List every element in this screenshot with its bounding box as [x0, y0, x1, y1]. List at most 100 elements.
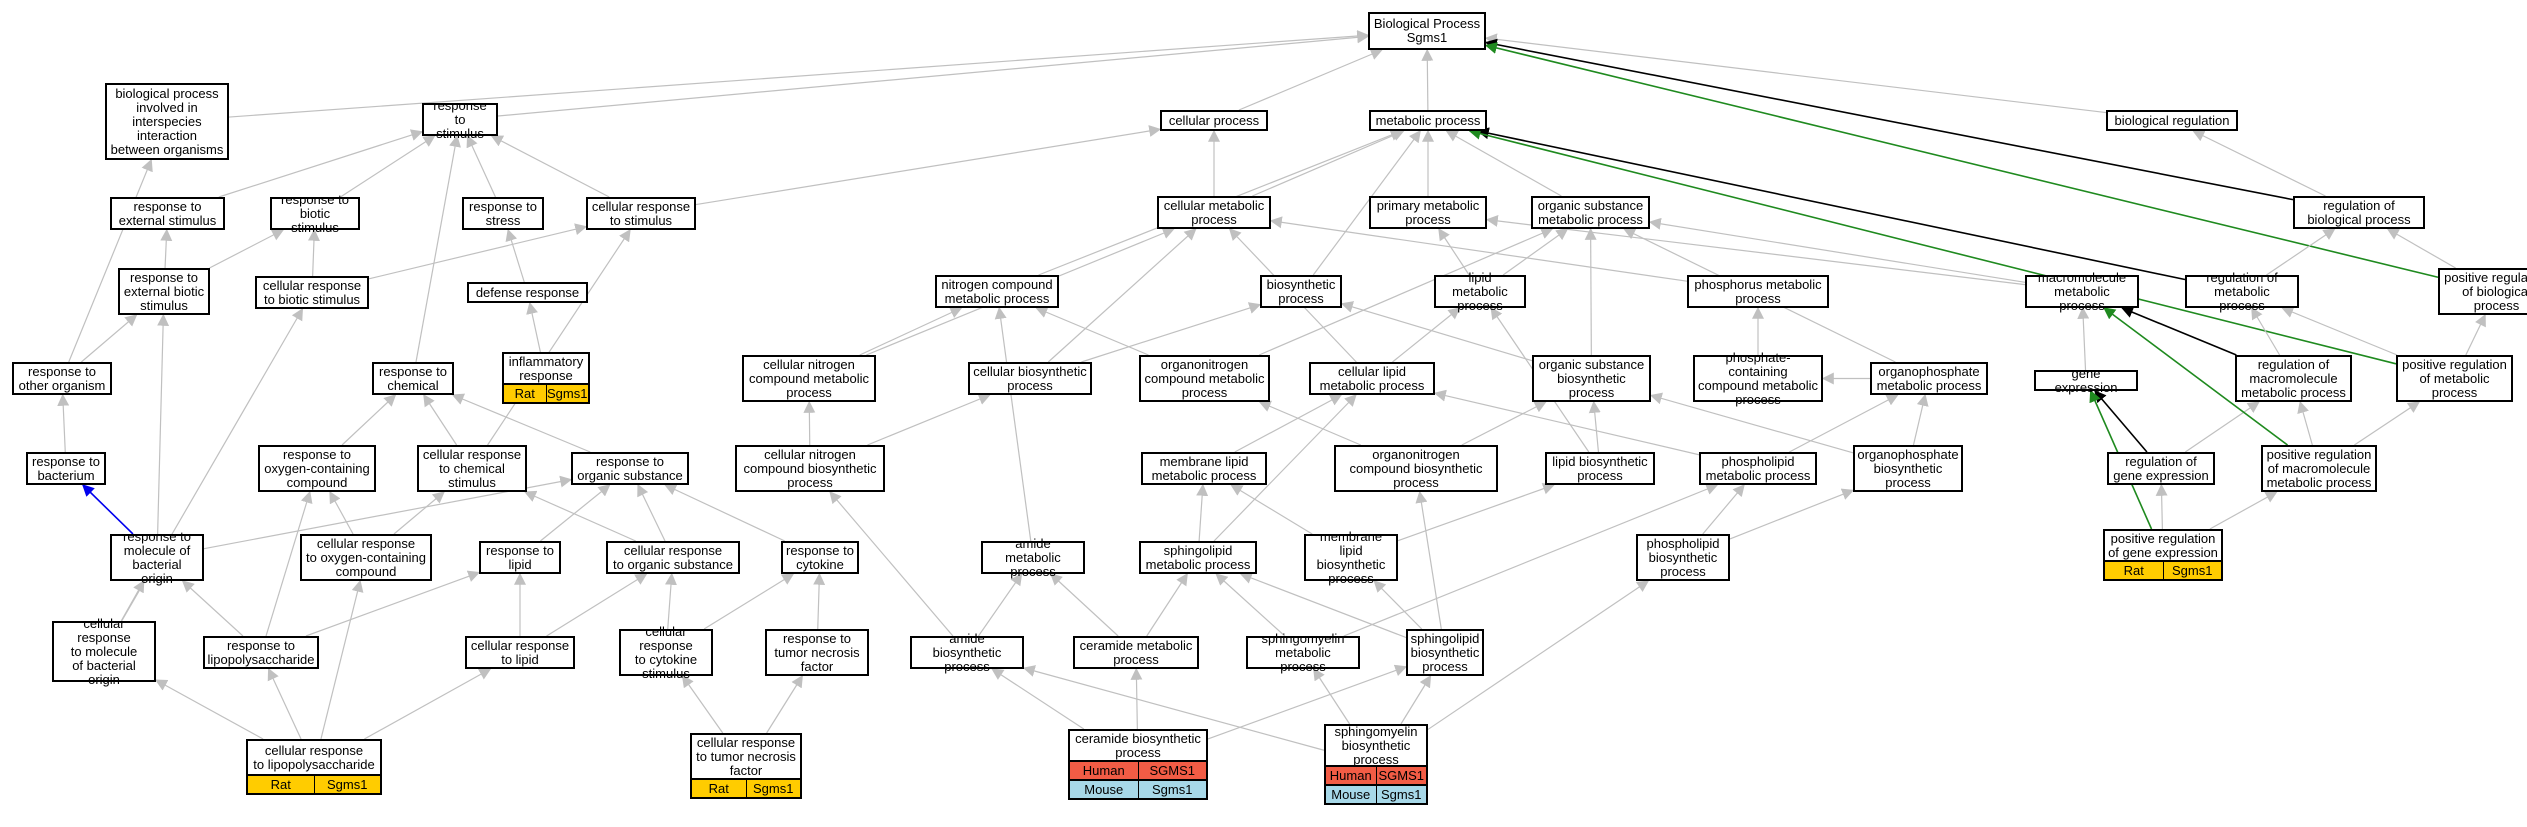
go-term-cell-resp-oxy[interactable]: cellular response to oxygen-containing c…: [300, 534, 432, 581]
edge-is-a: [154, 679, 264, 740]
go-term-cell-resp-org-sub[interactable]: cellular response to organic substance: [606, 541, 740, 574]
go-term-biosynth[interactable]: biosynthetic process: [1260, 275, 1342, 308]
go-term-phospholipid-met[interactable]: phospholipid metabolic process: [1699, 452, 1817, 485]
edge-is-a: [57, 393, 70, 453]
go-term-resp-stim[interactable]: response to stimulus: [422, 98, 498, 140]
edge-is-a: [1230, 484, 1313, 535]
go-term-mem-lipid-biosynth[interactable]: membrane lipid biosynthetic process: [1304, 529, 1398, 585]
edge-is-a: [1252, 129, 1405, 197]
go-term-cell-nitro-met[interactable]: cellular nitrogen compound metabolic pro…: [742, 355, 876, 402]
go-term-sphingo-biosynth[interactable]: sphingolipid biosynthetic process: [1406, 629, 1484, 676]
go-term-resp-org-sub[interactable]: response to organic substance: [571, 452, 689, 485]
go-term-resp-lipid[interactable]: response to lipid: [479, 541, 561, 574]
edge-is-a: [1392, 307, 1461, 363]
go-term-met-proc[interactable]: metabolic process: [1369, 110, 1487, 131]
go-term-cell-resp-lipid[interactable]: cellular response to lipid: [465, 636, 575, 669]
go-term-resp-oxy[interactable]: response to oxygen-containing compound: [258, 445, 376, 492]
go-term-pos-reg-bio[interactable]: positive regulation of biological proces…: [2438, 268, 2527, 315]
go-term-interspecies[interactable]: biological process involved in interspec…: [105, 83, 229, 160]
go-term-phospholipid-biosynth[interactable]: phospholipid biosynthetic process: [1636, 534, 1730, 581]
go-term-pos-reg-gene-expr[interactable]: positive regulation of gene expression: [2103, 529, 2223, 562]
go-term-reg-met[interactable]: regulation of metabolic process: [2185, 270, 2299, 312]
go-term-ceramide-biosynth[interactable]: ceramide biosynthetic process: [1068, 729, 1208, 762]
edge-is-a: [340, 135, 436, 198]
edge-is-a: [1269, 216, 1688, 282]
go-term-cell-resp-tnf[interactable]: cellular response to tumor necrosis fact…: [690, 733, 802, 780]
go-term-cell-resp-lps[interactable]: cellular response to lipopolysaccharide: [246, 739, 382, 776]
go-term-pos-reg-met[interactable]: positive regulation of metabolic process: [2396, 355, 2513, 402]
go-term-resp-ext-biotic[interactable]: response to external biotic stimulus: [118, 268, 210, 315]
go-term-resp-stress[interactable]: response to stress: [462, 197, 544, 230]
edge-regulates: [1476, 127, 2186, 281]
go-term-gene-expr[interactable]: gene expression: [2034, 366, 2138, 394]
go-term-nitro-comp-met[interactable]: nitrogen compound metabolic process: [935, 275, 1059, 308]
go-term-prim-met[interactable]: primary metabolic process: [1369, 196, 1487, 229]
go-term-reg-bio[interactable]: regulation of biological process: [2293, 196, 2425, 229]
go-term-organonitro-biosynth[interactable]: organonitrogen compound biosynthetic pro…: [1334, 445, 1498, 492]
go-term-cell-biosynth[interactable]: cellular biosynthetic process: [968, 362, 1092, 395]
go-term-defense[interactable]: defense response: [467, 282, 588, 303]
go-term-lipid-biosynth[interactable]: lipid biosynthetic process: [1545, 452, 1655, 485]
edge-is-a: [2209, 491, 2278, 530]
go-term-cell-resp-mol-bact[interactable]: cellular response to molecule of bacteri…: [52, 616, 156, 686]
go-term-inflam[interactable]: inflammatory response: [502, 352, 590, 385]
go-term-resp-chem[interactable]: response to chemical: [372, 362, 454, 395]
go-term-cell-resp-stim[interactable]: cellular response to stimulus: [586, 197, 696, 230]
go-term-amide-met[interactable]: amide metabolic process: [981, 536, 1085, 578]
go-term-reg-macro-met[interactable]: regulation of macromolecule metabolic pr…: [2235, 355, 2352, 402]
go-term-resp-bact[interactable]: response to bacterium: [26, 452, 106, 485]
edge-is-a: [1196, 483, 1209, 542]
edge-is-a: [859, 307, 963, 356]
go-term-resp-lps[interactable]: response to lipopolysaccharide: [203, 636, 319, 669]
edge-is-a: [329, 490, 354, 535]
go-term-cell-lipid-met[interactable]: cellular lipid metabolic process: [1309, 362, 1435, 395]
go-term-resp-tnf[interactable]: response to tumor necrosis factor: [765, 629, 869, 676]
edge-is-a: [2281, 306, 2398, 356]
go-term-organophos-biosynth[interactable]: organophosphate biosynthetic process: [1853, 445, 1963, 492]
go-term-ceramide-met[interactable]: ceramide metabolic process: [1073, 636, 1199, 669]
edge-is-a: [1343, 483, 1719, 637]
go-term-phosphate-met[interactable]: phosphate-containing compound metabolic …: [1693, 350, 1823, 406]
go-term-sphingomyelin-biosynth[interactable]: sphingomyelin biosynthetic process: [1324, 724, 1428, 767]
edge-is-a: [540, 484, 611, 542]
edge-is-a: [1397, 482, 1555, 542]
go-term-resp-other-org[interactable]: response to other organism: [12, 362, 112, 395]
go-term-pos-reg-macro[interactable]: positive regulation of macromolecule met…: [2261, 445, 2377, 492]
species-label: Human: [1329, 768, 1372, 783]
go-term-sphingo-met[interactable]: sphingolipid metabolic process: [1139, 541, 1257, 574]
go-term-resp-cytokine[interactable]: response to cytokine: [781, 541, 859, 574]
go-term-cell-met[interactable]: cellular metabolic process: [1157, 196, 1271, 229]
go-term-resp-ext[interactable]: response to external stimulus: [110, 197, 225, 230]
go-term-cell-resp-cytokine[interactable]: cellular response to cytokine stimulus: [619, 624, 713, 680]
go-term-phos-met[interactable]: phosphorus metabolic process: [1687, 275, 1829, 308]
go-term-mem-lipid-met[interactable]: membrane lipid metabolic process: [1141, 452, 1267, 485]
edge-is-a: [1415, 490, 1442, 630]
go-term-macro-met[interactable]: macromolecule metabolic process: [2025, 270, 2139, 312]
go-term-bp[interactable]: Biological Process Sgms1: [1368, 12, 1486, 50]
go-term-cell-resp-chem[interactable]: cellular response to chemical stimulus: [417, 445, 527, 492]
go-term-organonitro-met[interactable]: organonitrogen compound metabolic proces…: [1139, 355, 1270, 402]
go-term-cell-resp-biotic[interactable]: cellular response to biotic stimulus: [255, 276, 369, 309]
go-term-amide-biosynth[interactable]: amide biosynthetic process: [910, 631, 1024, 673]
edge-is-a: [1081, 302, 1262, 363]
go-term-lipid-met[interactable]: lipid metabolic process: [1434, 270, 1526, 312]
edge-is-a: [1427, 580, 1650, 730]
go-term-resp-biotic[interactable]: response to biotic stimulus: [270, 192, 360, 234]
edge-is-a: [2155, 483, 2168, 530]
go-term-bio-reg[interactable]: biological regulation: [2106, 110, 2238, 131]
go-term-resp-mol-bact[interactable]: response to molecule of bacterial origin: [110, 529, 204, 585]
edge-is-a: [1789, 394, 1899, 453]
go-term-cell-nitro-biosynth[interactable]: cellular nitrogen compound biosynthetic …: [735, 445, 885, 492]
edge-is-a: [2192, 130, 2326, 197]
go-term-org-sub-biosynth[interactable]: organic substance biosynthetic process: [1532, 355, 1651, 402]
edge-is-a: [2354, 401, 2421, 446]
go-term-org-sub-met[interactable]: organic substance metabolic process: [1531, 196, 1650, 229]
go-term-reg-gene-expr[interactable]: regulation of gene expression: [2107, 452, 2215, 485]
go-term-cell-proc[interactable]: cellular process: [1160, 110, 1268, 131]
edge-is-a: [505, 228, 525, 283]
go-term-sphingomyelin-met[interactable]: sphingomyelin metabolic process: [1246, 631, 1360, 673]
go-term-organophos-met[interactable]: organophosphate metabolic process: [1870, 362, 1988, 395]
